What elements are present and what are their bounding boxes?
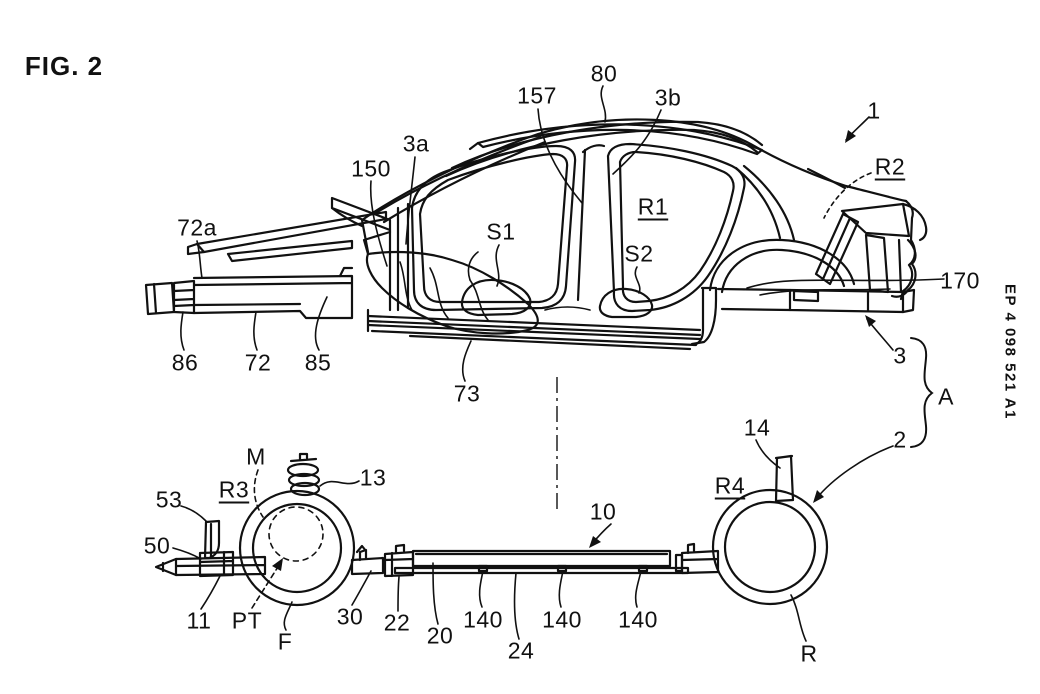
ref-label-140a: 140 — [463, 606, 503, 633]
ref-label-86: 86 — [171, 349, 199, 376]
ref-label-20: 20 — [426, 622, 454, 649]
ref-label-10: 10 — [589, 498, 617, 525]
ref-label-2: 2 — [893, 426, 907, 453]
publication-number: EP 4 098 521 A1 — [1001, 284, 1019, 420]
ref-label-157: 157 — [517, 82, 557, 109]
ref-label-50: 50 — [143, 532, 171, 559]
ref-label-R3: R3 — [218, 476, 250, 503]
ref-label-73: 73 — [453, 380, 481, 407]
ref-label-30: 30 — [336, 603, 364, 630]
ref-label-R4: R4 — [714, 472, 746, 499]
body-view-leader-lines — [180, 85, 934, 503]
ref-label-170: 170 — [940, 267, 980, 294]
ref-label-3: 3 — [893, 342, 907, 369]
ref-label-140c: 140 — [618, 606, 658, 633]
chassis-side-view-drawing — [154, 452, 829, 607]
ref-label-85: 85 — [304, 349, 332, 376]
ref-label-24: 24 — [507, 637, 535, 664]
chassis-view-leader-lines — [172, 469, 807, 642]
ref-label-150: 150 — [351, 155, 391, 182]
ref-label-140b: 140 — [542, 606, 582, 633]
body-side-view-drawing — [144, 118, 945, 351]
ref-label-53: 53 — [155, 486, 183, 513]
ref-label-11: 11 — [186, 607, 212, 634]
figure-title: FIG. 2 — [24, 51, 104, 81]
ref-label-80: 80 — [590, 60, 618, 87]
ref-label-R: R — [800, 640, 818, 667]
ref-label-R1: R1 — [637, 193, 669, 220]
ref-label-3b: 3b — [654, 84, 682, 111]
ref-label-1: 1 — [867, 97, 881, 124]
ref-label-F: F — [277, 628, 293, 655]
ref-label-A: A — [938, 383, 954, 410]
ref-label-S2: S2 — [624, 240, 654, 267]
ref-label-13: 13 — [359, 464, 387, 491]
ref-label-PT: PT — [231, 607, 263, 634]
ref-label-3a: 3a — [402, 130, 430, 157]
ref-label-M: M — [246, 443, 266, 470]
ref-label-72: 72 — [244, 349, 272, 376]
ref-label-72a: 72a — [177, 214, 217, 241]
ref-label-R2: R2 — [874, 153, 906, 180]
ref-label-22: 22 — [383, 609, 411, 636]
ref-label-14: 14 — [743, 414, 771, 441]
ref-label-S1: S1 — [486, 218, 516, 245]
